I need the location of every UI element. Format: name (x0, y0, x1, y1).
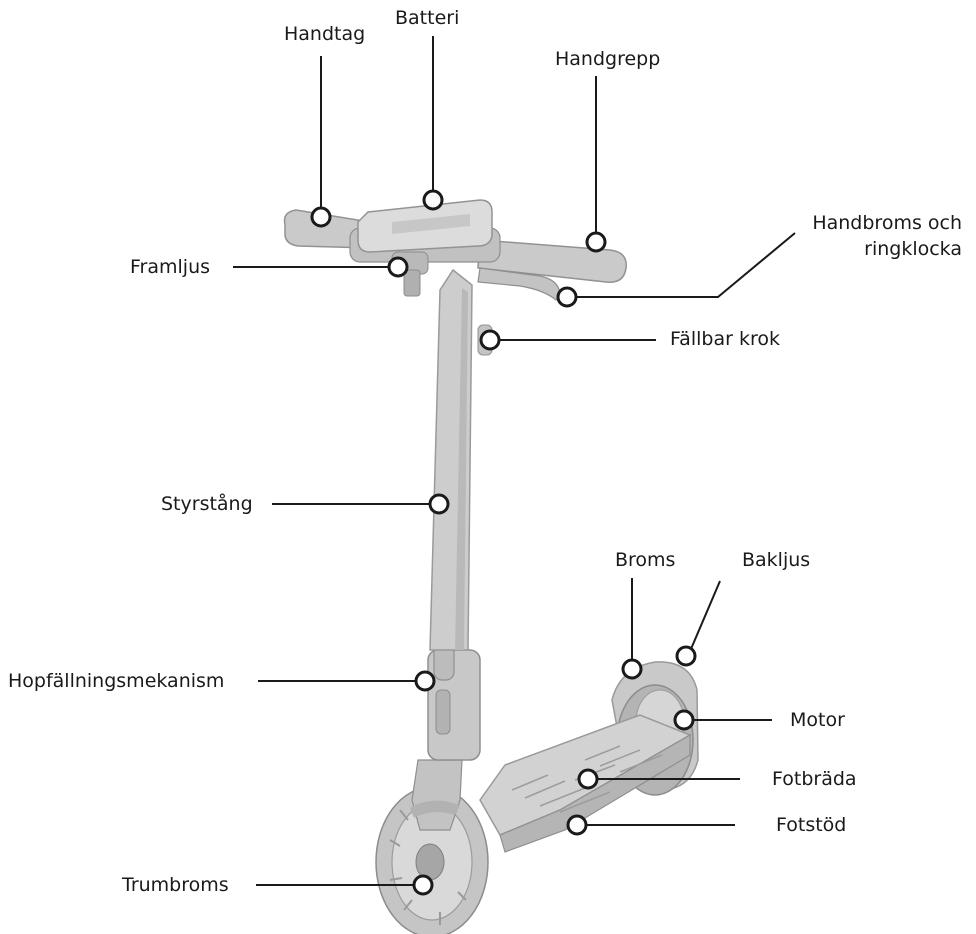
label-handgrepp: Handgrepp (555, 46, 660, 72)
label-handbroms: Handbroms och ringklocka (780, 210, 962, 262)
label-handbroms-line2: ringklocka (780, 236, 962, 262)
pin-fotstod (568, 816, 586, 834)
leader-lines (233, 36, 795, 885)
pin-framljus (389, 258, 407, 276)
label-bakljus: Bakljus (742, 547, 810, 573)
pin-batteri (424, 191, 442, 209)
pin-fallbar-krok (481, 331, 499, 349)
pin-trumbroms (414, 876, 432, 894)
pin-motor (675, 711, 693, 729)
pin-bakljus (677, 647, 695, 665)
label-fotbrada: Fotbräda (772, 766, 857, 792)
pin-styrstang (430, 495, 448, 513)
label-handtag: Handtag (284, 21, 365, 47)
label-hopfallning: Hopfällningsmekanism (8, 668, 224, 694)
label-trumbroms: Trumbroms (122, 872, 229, 898)
label-batteri: Batteri (395, 5, 459, 31)
label-fotstod: Fotstöd (776, 812, 846, 838)
label-fallbar-krok: Fällbar krok (670, 326, 780, 352)
label-handbroms-line1: Handbroms och (780, 210, 962, 236)
label-framljus: Framljus (130, 254, 210, 280)
pin-handbroms (558, 288, 576, 306)
pin-handtag (312, 208, 330, 226)
label-broms: Broms (615, 547, 675, 573)
label-styrstang: Styrstång (161, 491, 253, 517)
label-motor: Motor (790, 707, 845, 733)
pin-broms (623, 660, 641, 678)
pin-hopfallning (416, 672, 434, 690)
pin-handgrepp (587, 233, 605, 251)
pin-fotbrada (579, 770, 597, 788)
